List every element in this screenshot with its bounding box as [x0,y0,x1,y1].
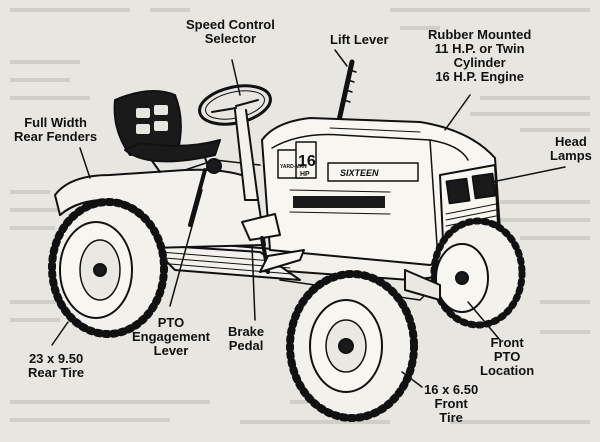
label-lift-lever: Lift Lever [330,32,389,47]
label-rubber-mounted-engine: Rubber Mounted 11 H.P. or Twin Cylinder … [428,27,532,84]
badge-model-name: SIXTEEN [340,168,379,178]
front-tire-far [430,217,526,329]
front-tire-near [286,270,418,422]
label-rear-tire: 23 x 9.50 Rear Tire [28,351,85,380]
badge-hp-unit: HP [300,171,310,178]
lift-lever [335,59,357,128]
seat [113,90,221,173]
hood-badges [277,141,419,215]
label-head-lamps: Head Lamps [550,134,592,163]
label-front-tire: 16 x 6.50 Front Tire [424,382,479,425]
label-pto-engagement-lever: PTO Engagement Lever [132,315,211,358]
label-speed-control-selector: Speed Control Selector [186,17,275,46]
label-front-pto-location: Front PTO Location [480,335,535,378]
label-full-width-rear-fenders: Full Width Rear Fenders [14,115,98,144]
front-axle [404,269,441,301]
pto-lever [188,158,222,227]
rear-tire [48,198,168,338]
badge-hp-number: 16 [298,153,316,170]
badge-brand: YARD-MAN [280,164,307,170]
brake-pedal [241,213,305,274]
steering-wheel [198,84,272,201]
label-brake-pedal: Brake Pedal [228,324,265,353]
leader-lines [51,49,566,388]
